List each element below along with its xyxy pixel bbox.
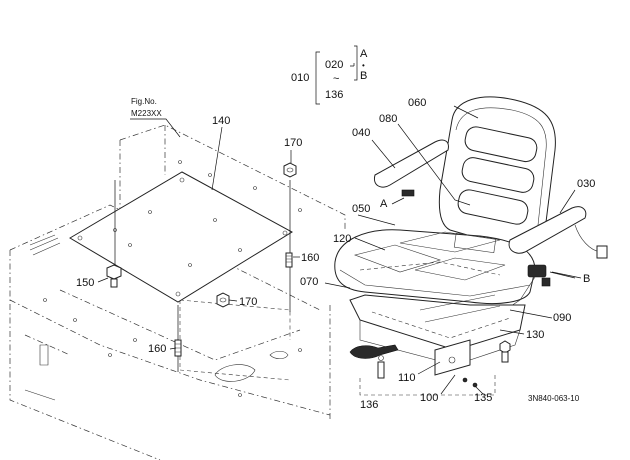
part-callouts: 140 170 160 150 170 160 060 040 080 030 … (76, 97, 595, 411)
callout-050: 050 (352, 203, 370, 215)
detail-markers: A B (380, 198, 590, 285)
range-legend: 010 020 ~ 136 A • B (291, 45, 368, 105)
callout-135: 135 (474, 392, 492, 404)
seat-assembly (334, 96, 608, 396)
callout-110: 110 (398, 372, 416, 384)
callout-170-top: 170 (284, 137, 302, 149)
seat-mounting-plate (69, 171, 293, 372)
legend-range-start: 010 (291, 72, 309, 84)
armrest-right (508, 206, 608, 259)
callout-130: 130 (526, 329, 544, 341)
bolt-150 (106, 264, 122, 288)
legend-range-b: 136 (325, 89, 343, 101)
callout-136: 136 (360, 399, 378, 411)
seat-slide-rail (434, 339, 471, 376)
bolts-135 (462, 340, 511, 388)
legend-dot: • (362, 61, 365, 70)
stud-160-right (285, 252, 293, 268)
adjust-lever (349, 344, 399, 379)
callout-040: 040 (352, 127, 370, 139)
callout-070: 070 (300, 276, 318, 288)
legend-variant-b: B (360, 70, 367, 82)
callout-090: 090 (553, 312, 571, 324)
marker-b: B (583, 273, 590, 285)
callout-030: 030 (577, 178, 595, 190)
nut-170-bottom (216, 292, 230, 308)
seat-suspension (349, 294, 526, 366)
legend-variant-a: A (360, 48, 368, 60)
callout-100: 100 (420, 392, 438, 404)
figure-reference: Fig.No. M223XX (130, 97, 181, 138)
hardware (106, 162, 297, 357)
frame-bolt-holes (43, 160, 302, 397)
marker-a: A (380, 198, 388, 210)
chassis-frame (9, 124, 346, 460)
callout-080: 080 (379, 113, 397, 125)
drawing-code: 3N840-063-10 (528, 394, 580, 403)
callout-120: 120 (333, 233, 351, 245)
callout-160-right: 160 (301, 252, 319, 264)
seat-backrest (438, 96, 556, 247)
legend-tilde: ~ (333, 73, 339, 85)
callout-170-bottom: 170 (239, 296, 257, 308)
legend-range-a: 020 (325, 59, 343, 71)
callout-140: 140 (212, 115, 230, 127)
bracket-136-135 (359, 372, 496, 396)
seat-cushion (334, 229, 536, 305)
callout-160-left: 160 (148, 343, 166, 355)
leader-lines (97, 105, 576, 395)
callout-150: 150 (76, 277, 94, 289)
fig-no-label: Fig.No. (131, 97, 157, 106)
armrest-left (373, 139, 449, 197)
nut-170-top (283, 162, 297, 178)
callout-060: 060 (408, 97, 426, 109)
fig-no-value: M223XX (131, 109, 162, 118)
